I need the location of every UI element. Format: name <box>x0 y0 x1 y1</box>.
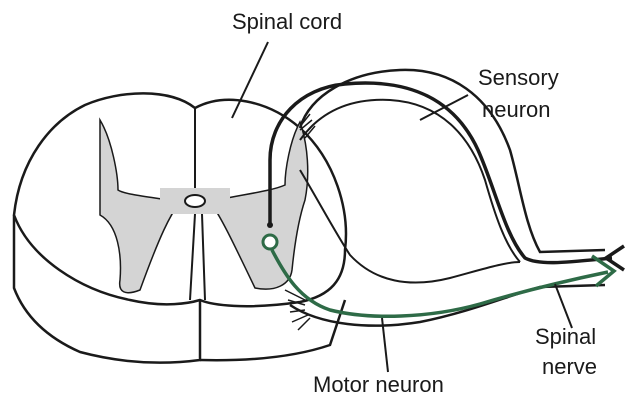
sensory-neuron-label-line2: neuron <box>482 96 551 124</box>
sensory-neuron-label-line1: Sensory <box>478 64 559 92</box>
spinal-nerve-leader <box>555 284 572 328</box>
central-canal <box>185 195 205 207</box>
spinal-cord-label: Spinal cord <box>232 8 342 36</box>
sensory-neuron-terminal <box>267 222 273 228</box>
motor-neuron-label: Motor neuron <box>313 371 444 399</box>
sensory-neuron-leader <box>420 95 468 120</box>
motor-cell-body-icon <box>263 235 277 249</box>
spinal-nerve-label-line2: nerve <box>542 353 597 381</box>
spinal-nerve-label-line1: Spinal <box>535 323 596 351</box>
